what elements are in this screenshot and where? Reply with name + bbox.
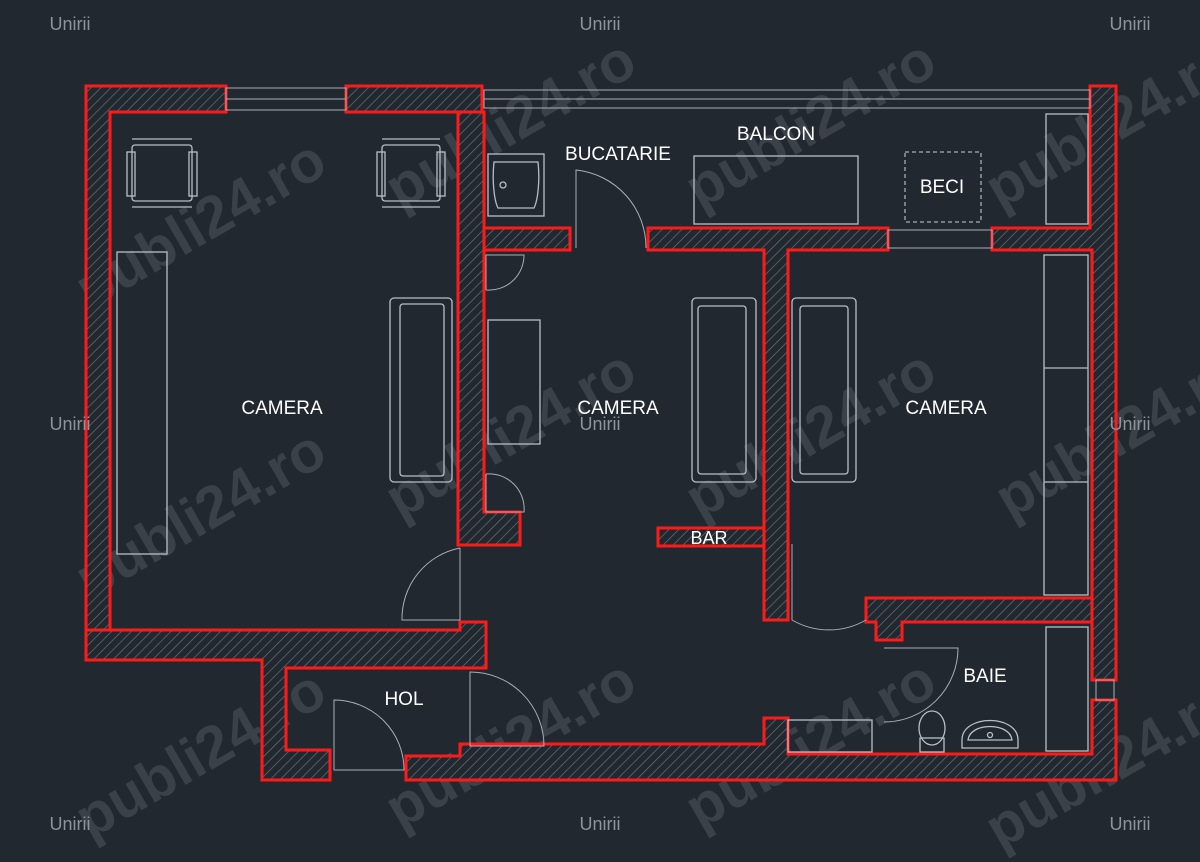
doors [333,169,959,771]
door-wardrobe-bottom [485,473,525,513]
room-label-camera-right: CAMERA [905,398,987,419]
door-entrance [333,699,405,771]
watermark-text: Unirii [579,414,620,434]
room-labels: BALCON BUCATARIE BECI CAMERA CAMERA CAME… [241,124,1006,710]
wall-left-bottom [84,620,488,782]
toilet [918,710,946,753]
sofa [691,297,757,483]
wardrobe [116,251,168,555]
room-label-camera-center: CAMERA [577,398,659,419]
location-watermarks: Unirii Unirii Unirii Unirii Unirii Uniri… [49,14,1150,834]
door-bath [883,647,959,723]
wall-top-mid [344,84,484,114]
watermark-text: Unirii [579,14,620,34]
sofa [791,297,857,483]
beci-outline [904,151,982,223]
logo-watermark: publi24.ro [974,26,1200,221]
watermark-text: Unirii [49,814,90,834]
room-label-camera-left: CAMERA [241,398,323,419]
window-bath-right [1095,679,1115,701]
wall-bath-top [864,596,1094,642]
room-label-hol: HOL [384,689,423,710]
bath-cabinet [1045,626,1089,752]
furniture [116,113,1089,753]
cabinet [487,319,541,445]
wall-kitchen-bottom-left [482,226,572,252]
watermark-text: Unirii [579,814,620,834]
watermark-text: Unirii [49,414,90,434]
wall-balcony-right [990,84,1118,682]
armchair [376,138,446,208]
door-left-room [401,547,461,621]
door-hol-inner [469,671,545,747]
wall-bar [656,526,766,548]
room-label-beci: BECI [920,177,964,198]
kitchen-sink [487,153,545,217]
balcony-counter [693,155,859,225]
wardrobe [1043,254,1089,596]
door-wardrobe-top [485,254,525,291]
logo-watermark: publi24.ro [374,26,647,221]
balcony-cabinet [1045,113,1089,225]
window-balcony-lower [887,229,993,249]
bath-sink [961,720,1019,749]
watermark-text: Unirii [1109,14,1150,34]
room-label-balcon: BALCON [737,124,815,145]
armchair [126,138,198,208]
wall-bottom [404,698,1118,782]
room-label-bucatarie: BUCATARIE [565,144,671,165]
sofa [389,297,453,483]
door-kitchen [575,169,647,249]
watermark-text: Unirii [1109,414,1150,434]
logo-watermark: publi24.ro [674,336,947,531]
door-right-room [791,544,867,631]
windows [225,87,1115,701]
room-label-bar: BAR [690,528,727,548]
hall-cabinet [787,719,873,753]
watermark-text: Unirii [49,14,90,34]
watermark-text: Unirii [1109,814,1150,834]
room-label-baie: BAIE [963,666,1006,687]
